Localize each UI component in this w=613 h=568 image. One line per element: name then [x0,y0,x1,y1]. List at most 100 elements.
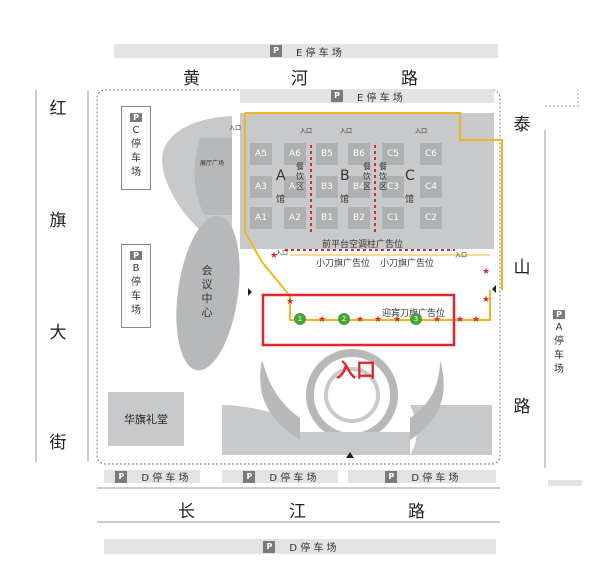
pavilion-a-word: 馆 [276,195,286,205]
hall-b4: B4 [348,176,370,198]
hall-a5: A5 [250,143,272,165]
parking-lot-d-1: P D 停 车 场 [104,470,200,484]
hall-b1: B1 [316,207,338,229]
entrance-small-3: 入口 [340,128,353,135]
hall-a3: A3 [250,176,272,198]
parking-lot-c: P C 停 车 场 [121,106,151,190]
entrance-small-6: 入口 [455,252,468,259]
hall-a2: A2 [284,207,306,229]
parking-lot-label: D 停 车 场 [289,543,337,554]
parking-lot-label: E 停 车 场 [296,47,342,59]
hall-b5: B5 [316,143,338,165]
lot-c-char-3: 场 [131,167,141,178]
convention-char-4: 心 [201,306,213,319]
parking-lot-e-inner: P E 停 车 场 [240,89,494,104]
parking-lot-label: E 停 车 场 [357,92,403,104]
hall-b3: B3 [316,176,338,198]
hall-a6: A6 [284,143,306,165]
plaza-circle-inner [324,367,380,423]
parking-lot-b: P B 停 车 场 [121,244,151,328]
star-icon: ★ [270,251,279,261]
star-icon: ★ [374,315,383,325]
visitor-route-south [289,290,491,321]
lot-b-char-1: 停 [131,277,141,288]
lot-c-letter: C [132,125,140,136]
huaqi-auditorium: 华旗礼堂 [108,392,184,446]
parking-icon: P [263,540,276,553]
green-marker-3: 3 [410,313,422,325]
star-icon: ★ [433,315,442,325]
entrance-small-2: 入口 [300,128,313,135]
lot-a-letter: A [555,322,563,333]
inner-parking-bg [240,89,494,103]
east-arrow-icon [492,285,496,293]
road-east-2: 山 [513,258,531,278]
lot-b-letter: B [132,263,140,274]
convention-char-1: 会 [201,264,213,277]
lot-a-char-2: 车 [554,350,564,361]
dining-zone-left: 餐饮区 [296,162,304,191]
road-west-1: 红 [49,99,67,119]
pavilion-b-word: 馆 [340,195,350,205]
hall-c6: C6 [420,143,442,165]
star-icon: ★ [482,295,491,305]
visitor-route-west [244,113,291,297]
hall-c1: C1 [382,207,404,229]
convention-center-shape [176,215,240,371]
convention-center-label: 会 议 中 心 [200,264,214,320]
road-north-2: 河 [291,69,309,89]
hall-c2: C2 [420,207,442,229]
pavilion-a-letter: A [276,168,286,184]
lot-a-char-3: 场 [554,364,564,375]
parking-icon: P [270,45,282,57]
parking-icon: P [130,251,142,260]
banner-small-flag-2: 小刀旗广告位 [380,259,435,269]
entrance-small-4: 入口 [415,128,428,135]
lot-b-char-2: 车 [131,291,141,302]
pavilion-c-word: 馆 [405,195,415,205]
parking-lot-e-outer: P E 停 车 场 [114,44,498,59]
road-north-3: 路 [401,69,419,89]
south-arrow-icon [346,452,354,458]
hall-b2: B2 [348,207,370,229]
star-icon: ★ [456,315,465,325]
parking-icon: P [553,310,565,319]
hall-a4: A4 [284,176,306,198]
dining-zone-mid: 餐饮区 [363,162,371,191]
lot-a-char-1: 停 [554,336,564,347]
parking-icon: P [385,470,398,483]
pavilion-c-letter: C [405,168,415,184]
star-icon: ★ [472,315,481,325]
lot-c-char-1: 停 [131,139,141,150]
road-north-1: 黄 [183,69,201,89]
hall-c4: C4 [420,176,442,198]
parking-lot-d-3: P D 停 车 场 [348,470,496,484]
parking-lot-e-corner [548,480,582,486]
lot-b-char-3: 场 [131,305,141,316]
star-icon: ★ [356,315,365,325]
green-marker-1: 1 [294,313,306,325]
hall-c3: C3 [382,176,404,198]
main-entrance-label: 入口 [336,358,376,382]
plaza-label: 展厅广场 [200,160,225,167]
road-west-2: 旗 [49,211,67,231]
parking-lot-d-outer: P D 停 车 场 [104,539,496,554]
road-south-3: 路 [408,502,426,522]
convention-char-3: 中 [201,292,213,305]
parking-lot-d-2: P D 停 车 场 [222,470,338,484]
convention-char-2: 议 [201,278,213,291]
dining-zone-right: 餐饮区 [379,162,387,191]
star-icon: ★ [318,315,327,325]
star-icon: ★ [393,315,402,325]
hall-a1: A1 [250,207,272,229]
parking-icon: P [115,470,128,483]
parking-lot-label: D 停 车 场 [141,473,189,484]
west-arrow-icon [248,288,252,296]
road-south-1: 长 [178,502,196,522]
parking-icon: P [243,470,256,483]
banner-small-flag-1: 小刀旗广告位 [316,259,371,269]
west-hall-inner [194,138,232,215]
hall-c5: C5 [382,143,404,165]
parking-icon: P [130,113,142,122]
plaza-bottom [300,432,410,455]
